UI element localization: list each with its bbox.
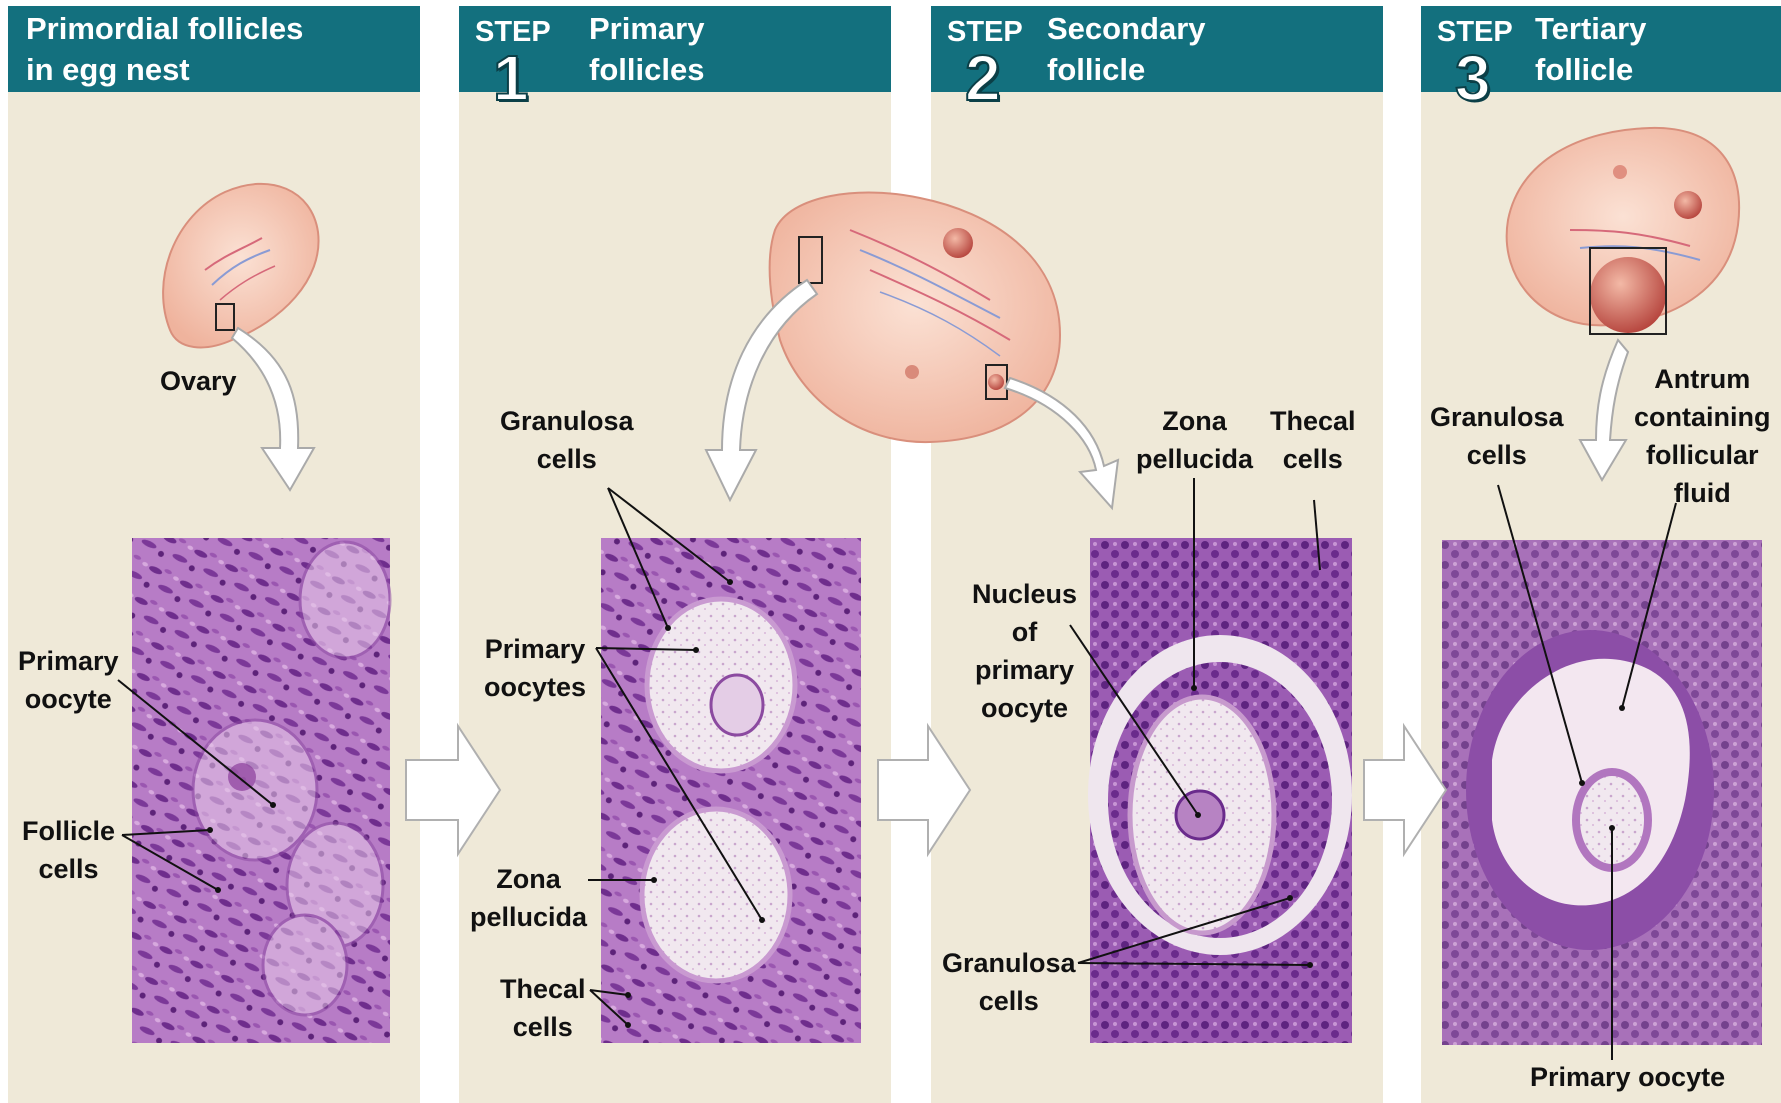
label-thecal-cells: Thecal cells: [1270, 402, 1356, 478]
ovary-illustration: [770, 193, 1060, 443]
label-zona-pellucida: Zona pellucida: [1136, 402, 1253, 478]
right-arrow: [406, 726, 500, 854]
ovary-illustration: [1507, 128, 1739, 334]
label-granulosa-cells: Granulosa cells: [1430, 398, 1564, 474]
label-antrum: Antrum containing follicular fluid: [1634, 360, 1771, 512]
label-zona-pellucida: Zona pellucida: [470, 860, 587, 936]
label-nucleus-of-primary-oocyte: Nucleus of primary oocyte: [972, 575, 1077, 727]
right-arrow: [1364, 726, 1446, 854]
label-ovary: Ovary: [160, 362, 237, 400]
label-thecal-cells: Thecal cells: [500, 970, 586, 1046]
down-arrow: [232, 328, 314, 490]
label-granulosa-cells: Granulosa cells: [500, 402, 634, 478]
label-primary-oocytes: Primary oocytes: [484, 630, 586, 706]
ovary-illustration: [163, 184, 318, 348]
label-granulosa-cells: Granulosa cells: [942, 944, 1076, 1020]
label-primary-oocyte: Primary oocyte: [1530, 1058, 1725, 1096]
primary-oocyte-lower: [642, 809, 790, 981]
down-arrow: [1580, 340, 1628, 480]
label-primary-oocyte: Primary oocyte: [18, 642, 119, 718]
right-arrow: [878, 726, 970, 854]
label-follicle-cells: Follicle cells: [22, 812, 115, 888]
